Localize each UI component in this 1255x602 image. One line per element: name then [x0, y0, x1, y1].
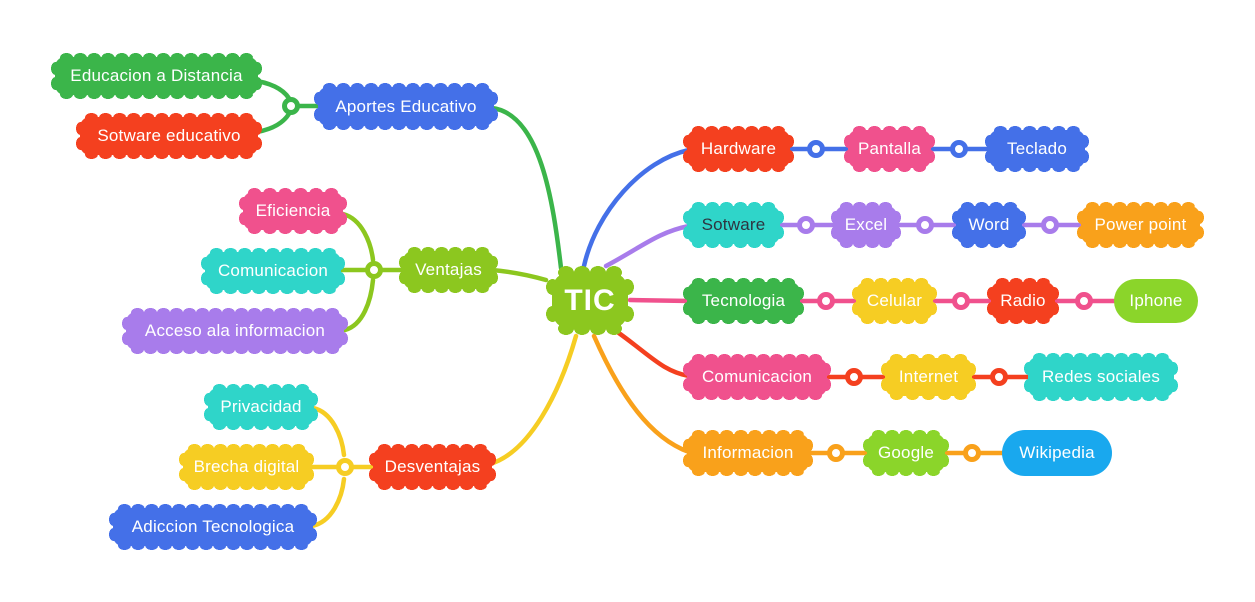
node-aportes-educativo[interactable]: Aportes Educativo: [314, 83, 498, 130]
edge-privacidad-junction: [310, 405, 347, 458]
node-radio-label: Radio: [1000, 291, 1046, 310]
node-iphone[interactable]: Iphone: [1114, 279, 1198, 323]
junction-ring-tecnologia-celular: [817, 292, 835, 310]
junction-ring-desventajas: [336, 458, 354, 476]
node-wikipedia[interactable]: Wikipedia: [1002, 430, 1112, 476]
node-adiccion-tecnologica[interactable]: Adiccion Tecnologica: [109, 504, 317, 550]
node-excel-label: Excel: [844, 215, 888, 234]
edge-tic-tecnologia: [627, 297, 693, 304]
edge-acceso-junction: [342, 277, 376, 333]
node-sotware-educativo-label: Sotware educativo: [97, 126, 241, 145]
edge-tic-sotware: [603, 223, 692, 269]
junction-ring-aportes: [282, 97, 300, 115]
node-acceso-ala-informacion-label: Acceso ala informacion: [144, 321, 326, 340]
edge-adiccion-junction: [309, 476, 347, 529]
edge-eficiencia-junction: [340, 211, 376, 263]
node-excel[interactable]: Excel: [831, 202, 901, 248]
node-ventajas-label: Ventajas: [415, 260, 482, 279]
node-informacion[interactable]: Informacion: [683, 430, 813, 476]
node-informacion-label: Informacion: [702, 443, 794, 462]
node-celular[interactable]: Celular: [852, 278, 937, 324]
junction-ring-ventajas: [365, 261, 383, 279]
node-privacidad[interactable]: Privacidad: [204, 384, 318, 430]
node-teclado-label: Teclado: [1007, 139, 1067, 158]
junction-ring-internet-redes: [990, 368, 1008, 386]
node-acceso-ala-informacion[interactable]: Acceso ala informacion: [122, 308, 348, 354]
node-iphone-label: Iphone: [1129, 291, 1183, 310]
junction-ring-informacion-google: [827, 444, 845, 462]
node-desventajas-label: Desventajas: [384, 457, 481, 476]
junction-ring-word-powerpoint: [1041, 216, 1059, 234]
node-wikipedia-label: Wikipedia: [1019, 443, 1095, 462]
junction-ring-hardware-pantalla: [807, 140, 825, 158]
node-ventajas[interactable]: Ventajas: [399, 247, 498, 293]
node-eficiencia[interactable]: Eficiencia: [239, 188, 347, 234]
node-power-point[interactable]: Power point: [1077, 202, 1204, 248]
node-hardware-label: Hardware: [700, 139, 777, 158]
node-desventajas[interactable]: Desventajas: [369, 444, 496, 490]
node-brecha-digital-label: Brecha digital: [193, 457, 300, 476]
junction-ring-celular-radio: [952, 292, 970, 310]
node-tecnologia[interactable]: Tecnologia: [683, 278, 804, 324]
node-comunicacion-left[interactable]: Comunicacion: [201, 248, 345, 294]
node-adiccion-tecnologica-label: Adiccion Tecnologica: [131, 517, 295, 536]
node-sotware-educativo[interactable]: Sotware educativo: [76, 113, 262, 159]
node-privacidad-label: Privacidad: [220, 397, 302, 416]
node-redes-sociales-label: Redes sociales: [1041, 367, 1161, 386]
edge-tic-comunicacion: [613, 328, 692, 379]
node-sotware-label: Sotware: [701, 215, 766, 234]
node-brecha-digital[interactable]: Brecha digital: [179, 444, 314, 490]
junction-ring-pantalla-teclado: [950, 140, 968, 158]
edge-tic-hardware: [581, 147, 692, 269]
node-internet-label: Internet: [898, 367, 959, 386]
node-word[interactable]: Word: [952, 202, 1026, 248]
node-teclado[interactable]: Teclado: [985, 126, 1089, 172]
junction-ring-radio-iphone: [1075, 292, 1093, 310]
node-power-point-label: Power point: [1094, 215, 1187, 234]
node-internet[interactable]: Internet: [881, 354, 976, 400]
node-pantalla[interactable]: Pantalla: [844, 126, 935, 172]
edge-aportes-tic: [489, 105, 564, 271]
node-tecnologia-label: Tecnologia: [701, 291, 786, 310]
edge-desventajas-tic: [487, 333, 579, 467]
node-google-label: Google: [877, 443, 935, 462]
junction-ring-comunicacion-internet: [845, 368, 863, 386]
node-eficiencia-label: Eficiencia: [255, 201, 331, 220]
node-hardware[interactable]: Hardware: [683, 126, 794, 172]
junction-ring-excel-word: [916, 216, 934, 234]
node-radio[interactable]: Radio: [987, 278, 1059, 324]
node-comunicacion-left-label: Comunicacion: [217, 261, 329, 280]
edge-ventajas-tic: [489, 267, 549, 283]
edge-tic-informacion: [591, 333, 692, 455]
junction-ring-google-wikipedia: [963, 444, 981, 462]
node-redes-sociales[interactable]: Redes sociales: [1024, 353, 1178, 401]
node-google[interactable]: Google: [863, 430, 949, 476]
node-educacion-a-distancia[interactable]: Educacion a Distancia: [51, 53, 262, 99]
node-comunicacion-right[interactable]: Comunicacion: [683, 354, 831, 400]
node-sotware[interactable]: Sotware: [683, 202, 784, 248]
node-word-label: Word: [968, 215, 1010, 234]
node-aportes-educativo-label: Aportes Educativo: [335, 96, 477, 116]
node-tic-label: TIC: [564, 283, 616, 317]
node-educacion-a-distancia-label: Educacion a Distancia: [70, 66, 243, 85]
junction-ring-sotware-excel: [797, 216, 815, 234]
node-tic-center[interactable]: TIC: [546, 266, 634, 335]
node-comunicacion-right-label: Comunicacion: [701, 367, 813, 386]
node-celular-label: Celular: [866, 291, 923, 310]
node-pantalla-label: Pantalla: [857, 139, 922, 158]
